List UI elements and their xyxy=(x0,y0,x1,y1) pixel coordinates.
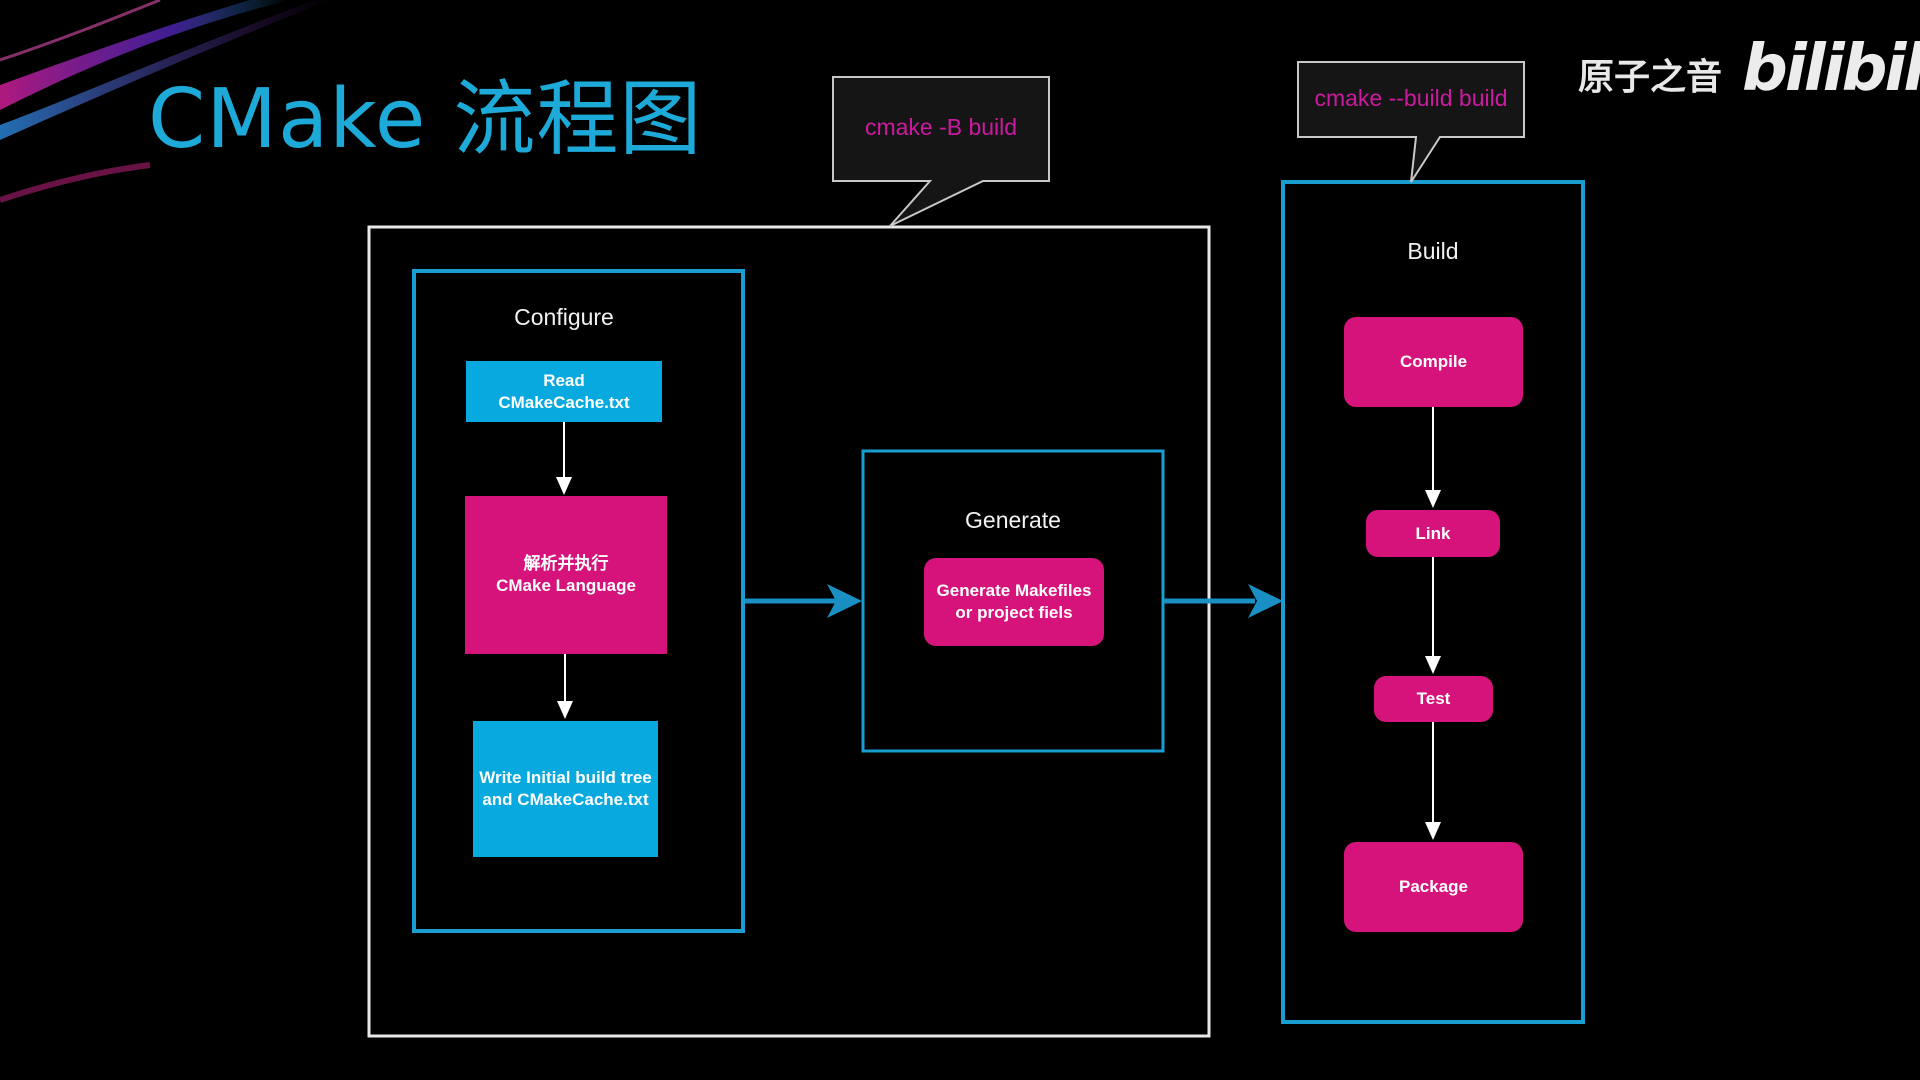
parse-cmake-language-node: 解析并执行 CMake Language xyxy=(465,496,667,654)
channel-name: 原子之音 xyxy=(1578,57,1723,98)
configure-label: Configure xyxy=(514,304,614,330)
test-node: Test xyxy=(1374,676,1493,722)
callout-bubble-configure xyxy=(832,76,1050,227)
read-cmakecache-node: Read CMakeCache.txt xyxy=(466,361,662,422)
decorative-swoosh xyxy=(0,0,330,203)
build-container xyxy=(1281,180,1585,1024)
arrow-generate-to-build xyxy=(1164,584,1283,618)
slide-title: CMake 流程图 xyxy=(148,72,703,167)
arrow-configure-to-generate xyxy=(745,584,862,618)
write-build-tree-node: Write Initial build tree and CMakeCache.… xyxy=(473,721,658,857)
build-label: Build xyxy=(1407,238,1459,264)
command-build: cmake --build build xyxy=(1314,85,1508,111)
callout-bubble-build xyxy=(1297,61,1525,183)
link-node: Link xyxy=(1366,510,1500,557)
compile-node: Compile xyxy=(1344,317,1523,407)
bilibili-logo: bilibili xyxy=(1742,32,1920,106)
package-node: Package xyxy=(1344,842,1523,932)
configure-container xyxy=(412,269,745,933)
generate-container xyxy=(861,449,1165,753)
generate-label: Generate xyxy=(965,507,1061,533)
generate-makefiles-node: Generate Makefiles or project fiels xyxy=(924,558,1104,646)
command-configure-generate: cmake -B build xyxy=(864,114,1018,140)
configure-generate-frame xyxy=(367,225,1211,1038)
